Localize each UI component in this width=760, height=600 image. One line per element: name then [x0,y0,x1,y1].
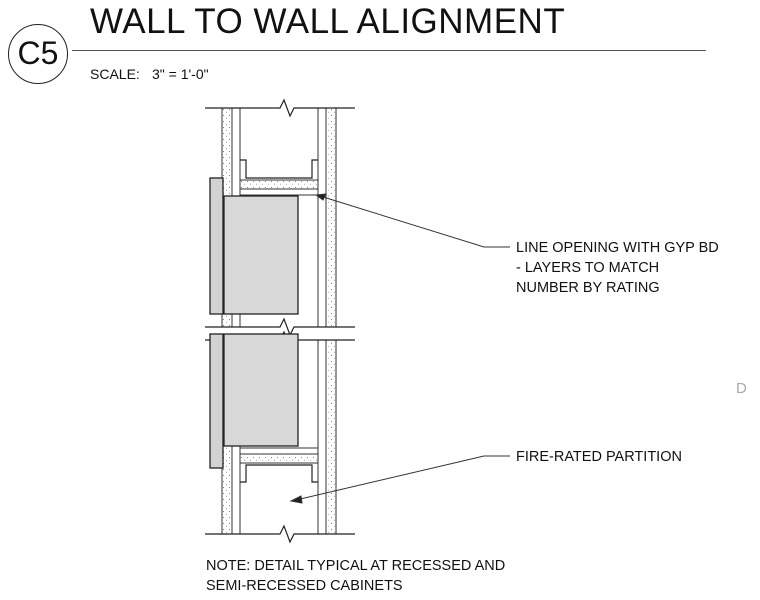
callout-fire-rated-partition: FIRE-RATED PARTITION [516,447,682,467]
callout-line: - LAYERS TO MATCH [516,260,660,276]
scale-label: SCALE: [90,66,140,82]
upper-opening-lining [239,159,319,196]
title-underline [72,50,706,51]
callout-line: LINE OPENING WITH GYP BD [516,240,719,256]
scale-value: 3" = 1'-0" [152,66,209,82]
cabinet-body-lower [223,333,299,447]
callout-opening-lining: LINE OPENING WITH GYP BD - LAYERS TO MAT… [516,238,719,298]
lower-opening-lining [239,447,319,483]
cabinet-door-lower [209,333,224,469]
cabinet-body-upper [223,195,299,315]
callout-line: NUMBER BY RATING [516,280,660,296]
upper-right-gyp-board [317,107,337,335]
detail-title: WALL TO WALL ALIGNMENT [90,2,566,41]
break-line-bottom [205,524,355,544]
cabinet-door-upper [209,177,224,315]
break-line-top [205,98,355,118]
detail-badge [8,24,68,84]
note-line: NOTE: DETAIL TYPICAL AT RECESSED AND [206,558,506,574]
general-note: NOTE: DETAIL TYPICAL AT RECESSED AND SEM… [206,556,505,596]
callout-line: FIRE-RATED PARTITION [516,449,682,465]
leader-line-partition [289,455,510,504]
lower-right-gyp-board [317,333,337,535]
note-line: SEMI-RECESSED CABINETS [206,578,403,594]
leader-line-opening [314,193,510,248]
detail-id: C5 [17,35,59,71]
sheet-edge-marker: D [736,380,747,397]
